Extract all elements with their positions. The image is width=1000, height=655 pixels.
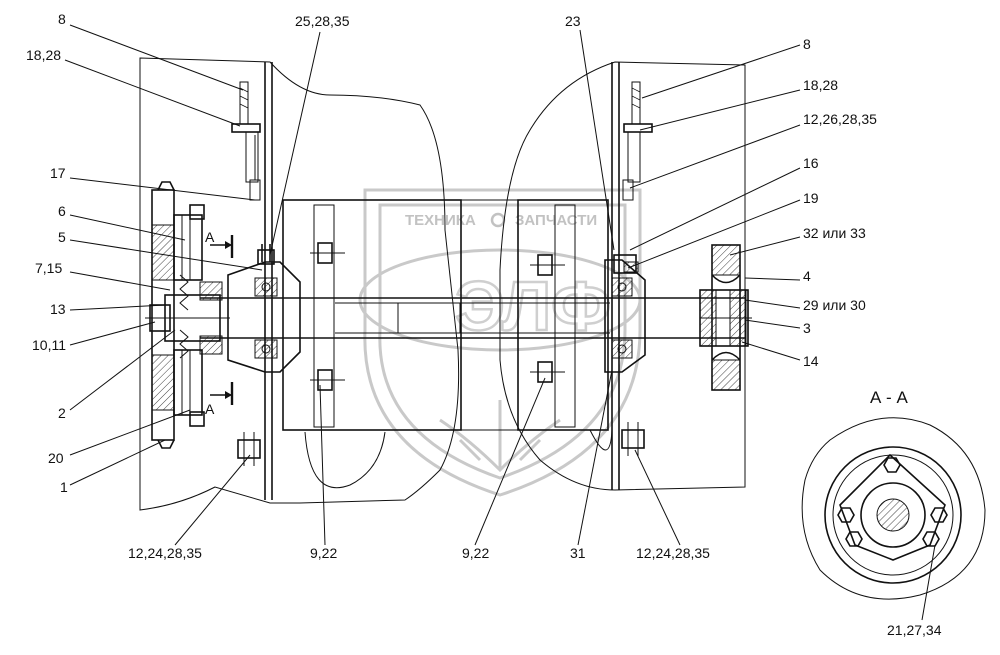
callout-20: 20 <box>48 450 64 466</box>
bottom-bolt-right <box>621 422 645 456</box>
main-shaft <box>200 297 745 339</box>
top-bolt-right <box>623 81 653 183</box>
callout-8-right: 8 <box>803 36 811 52</box>
right-pulley-assembly <box>699 244 752 391</box>
section-marker-letter-bottom: А <box>205 401 215 417</box>
callout-12-24-28-35-left: 12,24,28,35 <box>128 545 202 561</box>
callout-32-33: 32 или 33 <box>803 225 866 241</box>
callout-9-22-right: 9,22 <box>462 545 489 561</box>
left-bearing-housing <box>227 244 301 373</box>
callout-8-left: 8 <box>58 11 66 27</box>
left-clutch-assembly <box>145 181 230 449</box>
callout-10-11: 10,11 <box>32 337 66 353</box>
bottom-bolt-left <box>237 432 261 466</box>
callout-7-15: 7,15 <box>35 260 62 276</box>
callout-18-28-right: 18,28 <box>803 77 838 93</box>
callout-3: 3 <box>803 320 811 336</box>
section-title: А - А <box>870 388 908 407</box>
callout-25-28-35: 25,28,35 <box>295 13 350 29</box>
callout-31: 31 <box>570 545 586 561</box>
callout-6: 6 <box>58 203 66 219</box>
section-marker-top: А <box>205 229 234 258</box>
section-marker-bottom: А <box>205 382 234 417</box>
callout-21-27-34: 21,27,34 <box>887 622 942 638</box>
callout-17: 17 <box>50 165 66 181</box>
drum <box>282 199 613 489</box>
leader-lines <box>64 24 936 621</box>
watermark-right-word: ЗАПЧАСТИ <box>515 212 597 229</box>
callout-23: 23 <box>565 13 581 29</box>
callout-4: 4 <box>803 268 811 284</box>
top-bolt-left <box>231 81 261 183</box>
watermark-left-word: ТЕХНИКА <box>405 212 476 229</box>
callout-14: 14 <box>803 353 819 369</box>
callout-16: 16 <box>803 155 819 171</box>
callout-9-22-left: 9,22 <box>310 545 337 561</box>
callout-18-28-left: 18,28 <box>26 47 61 63</box>
frame-outlines <box>139 57 746 511</box>
section-view-a-a: А - А <box>801 388 986 600</box>
callout-12-24-28-35-right: 12,24,28,35 <box>636 545 710 561</box>
callout-labels: 8 18,28 25,28,35 23 8 18,28 12,26,28,35 … <box>26 11 942 638</box>
callout-5: 5 <box>58 229 66 245</box>
callout-1: 1 <box>60 479 68 495</box>
callout-19: 19 <box>803 190 819 206</box>
callout-12-26-28-35: 12,26,28,35 <box>803 111 877 127</box>
callout-2: 2 <box>58 405 66 421</box>
callout-29-30: 29 или 30 <box>803 297 866 313</box>
callout-13: 13 <box>50 301 66 317</box>
gear-icon <box>490 212 506 228</box>
section-marker-letter-top: А <box>205 229 215 245</box>
